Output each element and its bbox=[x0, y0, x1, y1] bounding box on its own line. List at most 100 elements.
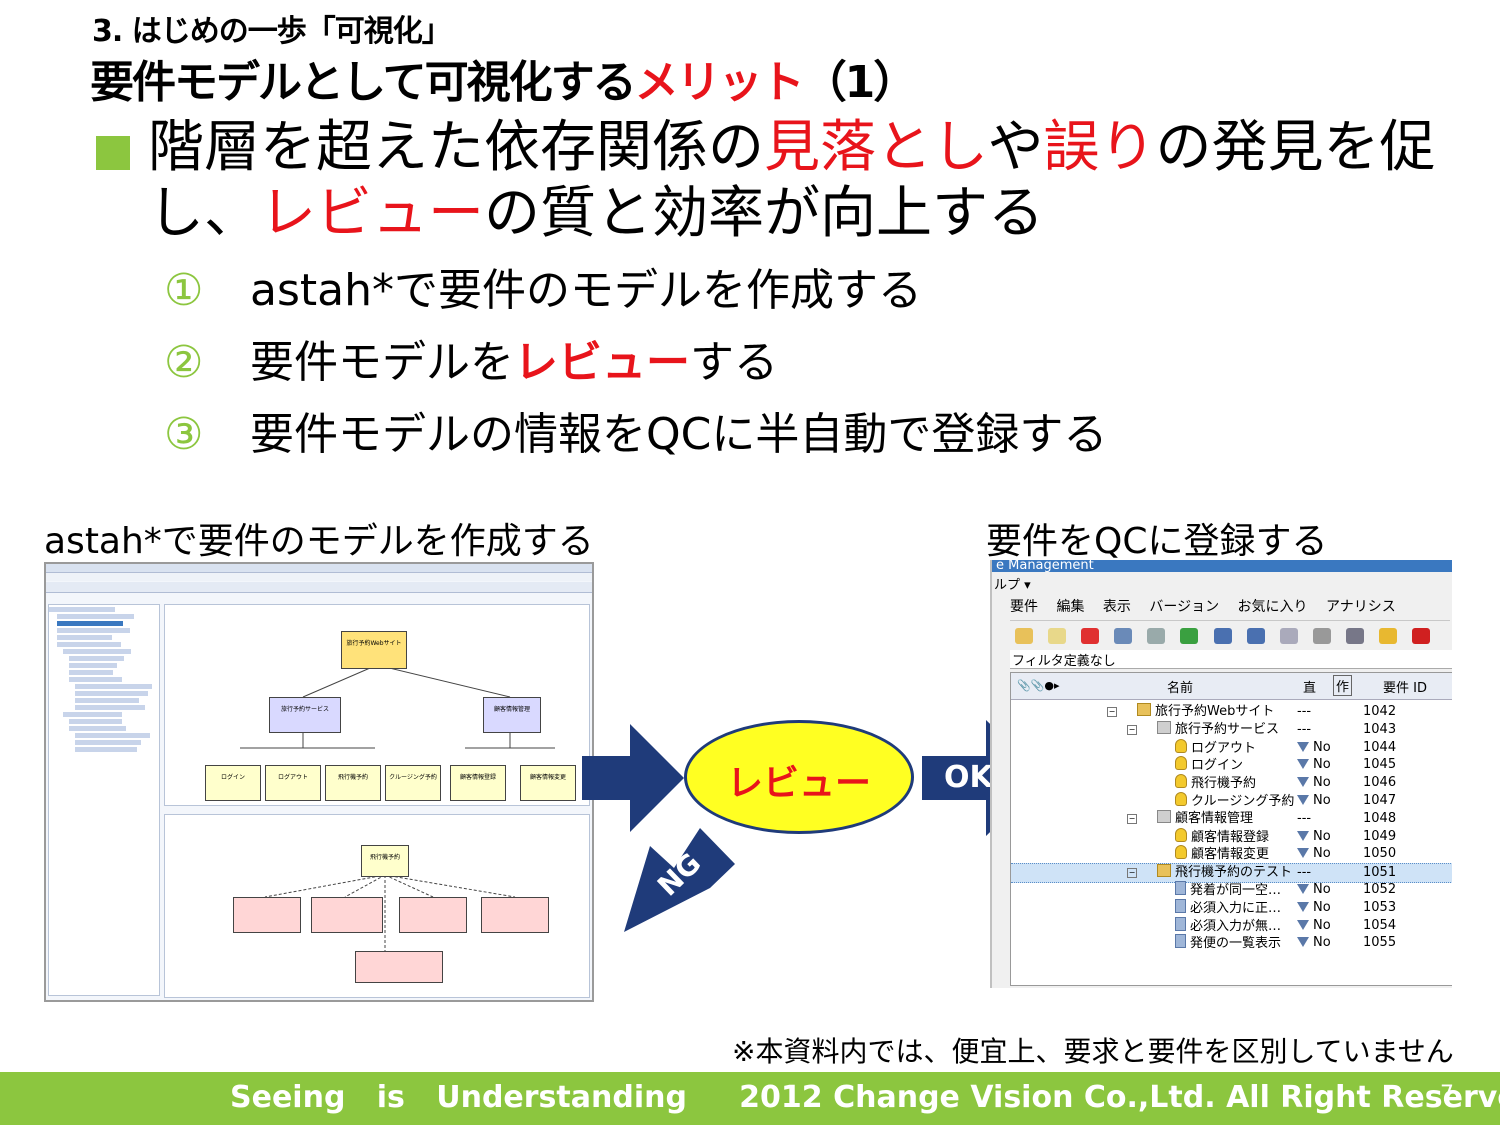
step-text: する bbox=[690, 337, 778, 388]
caption-astah: astah*で要件のモデルを作成する bbox=[44, 521, 594, 562]
astah-menubar bbox=[46, 573, 592, 581]
comment-icon[interactable] bbox=[1279, 628, 1298, 644]
search-icon[interactable] bbox=[1345, 628, 1364, 644]
row-req-id: 1044 bbox=[1363, 739, 1397, 755]
column-direct[interactable]: 直 bbox=[1303, 681, 1317, 696]
req-box-leaf: 飛行機予約 bbox=[325, 765, 381, 801]
table-row[interactable]: −顧客情報管理---1048 bbox=[1011, 809, 1452, 828]
expand-toggle-icon[interactable]: − bbox=[1107, 707, 1117, 717]
test-requirement-icon bbox=[1175, 934, 1186, 949]
new-folder-icon[interactable] bbox=[1015, 628, 1033, 644]
row-req-id: 1053 bbox=[1363, 899, 1397, 915]
row-name: ログアウト bbox=[1175, 738, 1256, 758]
table-row[interactable]: ログアウト No 1044 bbox=[1011, 738, 1452, 758]
move-icon[interactable] bbox=[1147, 628, 1166, 644]
columns-icon[interactable] bbox=[1246, 628, 1265, 644]
test-box bbox=[233, 897, 301, 933]
row-name: 旅行予約サービス bbox=[1157, 720, 1279, 739]
row-direct-coverage: No bbox=[1297, 934, 1331, 952]
requirement-icon bbox=[1175, 845, 1187, 860]
table-row[interactable]: − 飛行機予約のテスト --- 1051 bbox=[1011, 863, 1452, 884]
row-req-id: 1047 bbox=[1363, 793, 1397, 808]
attachment-column-icon: 📎📎●▸ bbox=[1017, 679, 1060, 692]
row-name: 飛行機予約のテスト bbox=[1157, 864, 1292, 882]
attachment-icon[interactable] bbox=[1312, 628, 1331, 644]
mail-icon[interactable] bbox=[1379, 628, 1398, 644]
ng-arrow-icon bbox=[624, 828, 735, 932]
row-direct-coverage: No bbox=[1297, 828, 1331, 846]
astah-toolbar bbox=[46, 582, 592, 593]
menu-requirements[interactable]: 要件 bbox=[1010, 599, 1038, 615]
astah-titlebar bbox=[46, 564, 592, 573]
table-row[interactable]: −旅行予約サービス---1043 bbox=[1011, 720, 1452, 739]
review-ellipse bbox=[684, 720, 914, 834]
step-number: ③ bbox=[164, 409, 204, 460]
test-requirement-icon bbox=[1175, 898, 1186, 913]
row-req-id: 1049 bbox=[1363, 828, 1397, 844]
refresh-icon[interactable] bbox=[1180, 628, 1199, 644]
expand-toggle-icon[interactable]: − bbox=[1127, 724, 1137, 735]
caption-qc: 要件をQCに登録する bbox=[986, 521, 1328, 562]
row-req-id: 1051 bbox=[1363, 865, 1397, 881]
req-box-root: 旅行予約Webサイト bbox=[341, 631, 407, 669]
filter-icon[interactable] bbox=[1213, 628, 1232, 644]
ok-label: OK bbox=[944, 760, 993, 795]
requirement-icon bbox=[1175, 792, 1187, 806]
test-requirement-icon bbox=[1175, 916, 1186, 931]
coverage-icon bbox=[1297, 759, 1309, 770]
menu-edit[interactable]: 編集 bbox=[1056, 599, 1085, 615]
row-name: 発着が同一空… bbox=[1175, 881, 1281, 900]
arrow-right-icon bbox=[582, 724, 684, 832]
menu-view[interactable]: 表示 bbox=[1102, 599, 1131, 615]
row-direct-coverage: No bbox=[1297, 739, 1331, 757]
step-text: 要件モデルを bbox=[250, 337, 514, 388]
footer-text: Seeing is Understanding 2012 Change Visi… bbox=[230, 1080, 1500, 1115]
req-box-service: 旅行予約サービス bbox=[269, 697, 341, 733]
bullet-square-icon bbox=[96, 136, 130, 170]
section-label: 3. はじめの一歩「可視化」 bbox=[92, 14, 452, 49]
flag-icon[interactable] bbox=[1412, 628, 1431, 644]
folder-icon bbox=[1157, 720, 1171, 734]
page-number: 7 bbox=[1440, 1082, 1454, 1107]
table-row[interactable]: −旅行予約Webサイト---1042 bbox=[1011, 703, 1452, 721]
coverage-icon bbox=[1297, 795, 1309, 805]
column-work[interactable]: 作 bbox=[1333, 675, 1353, 696]
bullet-highlight: 見落とし bbox=[764, 115, 988, 180]
test-requirement-icon bbox=[1175, 881, 1186, 895]
folder-icon bbox=[1137, 703, 1151, 716]
expand-toggle-icon[interactable]: − bbox=[1127, 868, 1137, 879]
bullet-text: の質と効率が向上する bbox=[484, 181, 1044, 246]
column-name[interactable]: 名前 bbox=[1167, 681, 1194, 696]
coverage-icon bbox=[1297, 830, 1309, 841]
req-box-leaf: 顧客情報変更 bbox=[520, 765, 576, 801]
menu-favorites[interactable]: お気に入り bbox=[1237, 599, 1308, 615]
bullet-highlight: 誤り bbox=[1043, 115, 1156, 180]
expand-toggle-icon[interactable]: − bbox=[1127, 813, 1137, 824]
title-accent: メリット bbox=[634, 57, 805, 108]
row-req-id: 1054 bbox=[1363, 917, 1397, 933]
qc-help-menu[interactable]: ルプ ▾ bbox=[994, 578, 1031, 593]
bullet-line-2: し、レビューの質と効率が向上する bbox=[148, 182, 1044, 246]
delete-icon[interactable] bbox=[1081, 628, 1100, 644]
step-number: ② bbox=[164, 337, 204, 388]
new-requirement-icon[interactable] bbox=[1048, 628, 1067, 644]
title-main: 要件モデルとして可視化する bbox=[90, 57, 637, 108]
column-req-id[interactable]: 要件 ID bbox=[1383, 681, 1427, 696]
row-direct-coverage: No bbox=[1297, 881, 1331, 899]
menu-version[interactable]: バージョン bbox=[1149, 599, 1220, 615]
menu-analysis[interactable]: アナリシス bbox=[1326, 599, 1396, 615]
details-icon[interactable] bbox=[1114, 628, 1133, 644]
requirement-icon bbox=[1175, 738, 1187, 753]
row-req-id: 1045 bbox=[1363, 757, 1397, 773]
row-direct-coverage: --- bbox=[1297, 865, 1312, 881]
folder-icon bbox=[1157, 809, 1171, 823]
